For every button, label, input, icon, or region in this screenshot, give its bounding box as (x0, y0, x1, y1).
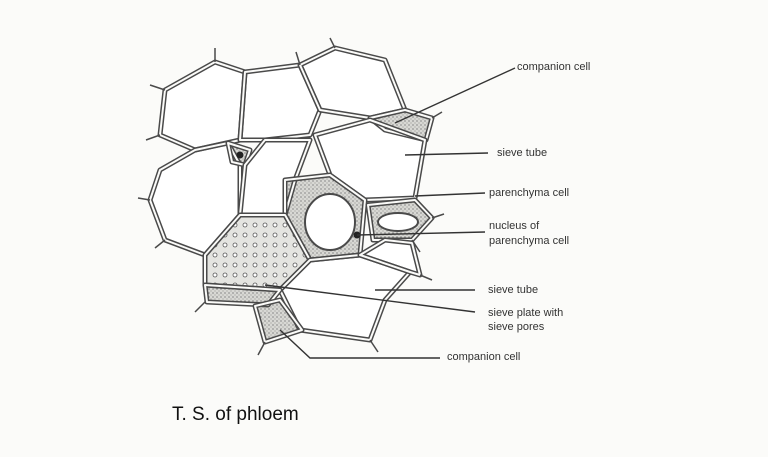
label-sieve-tube-bottom: sieve tube (488, 284, 539, 296)
leader-lines (264, 67, 516, 359)
cell (300, 48, 405, 118)
cell (240, 140, 310, 215)
label-sieve-tube-top: sieve tube (497, 147, 548, 159)
caption: T. S. of phloem (172, 404, 299, 425)
companion-cell-top (370, 110, 432, 140)
cell (150, 143, 240, 255)
cell-wall (359, 239, 421, 276)
label-sieve-plate-line2: sieve pores (488, 321, 545, 333)
cell (240, 65, 320, 140)
label-companion-cell-bottom: companion cell (447, 351, 521, 363)
label-parenchyma-cell: parenchyma cell (489, 187, 570, 199)
label-nucleus-line1: nucleus of (489, 220, 540, 232)
sieve-plate-cell (205, 215, 310, 290)
sieve-tube-top (315, 120, 425, 200)
cell-wall (369, 109, 433, 141)
label-nucleus-line2: parenchyma cell (489, 235, 570, 247)
label-companion-cell-top: companion cell (517, 61, 591, 73)
cell (160, 62, 245, 150)
wall-stubs (137, 37, 445, 356)
cell-wall (254, 299, 303, 343)
label-sieve-plate-line1: sieve plate with (488, 307, 564, 319)
parenchyma-vacuole (304, 193, 356, 251)
parenchyma-vacuole-right (377, 212, 419, 232)
nucleus (236, 151, 244, 159)
